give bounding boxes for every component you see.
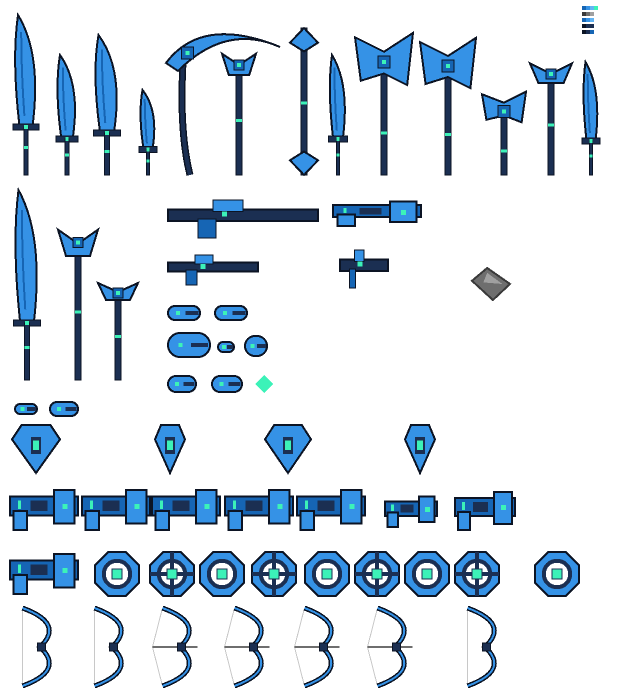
gun-icon — [151, 489, 221, 531]
bow-icon — [293, 605, 340, 689]
sword-icon — [138, 87, 158, 176]
orb-icon — [534, 551, 580, 597]
palette-swatch — [590, 30, 594, 34]
palette-swatch — [586, 18, 590, 22]
staff-icon — [220, 51, 258, 176]
palette-swatch — [582, 18, 586, 22]
bullet-icon — [49, 401, 79, 417]
palette-swatch — [586, 24, 590, 28]
palette-swatch — [590, 6, 594, 10]
sword-icon — [55, 52, 79, 176]
axe-icon — [480, 89, 528, 176]
gun-icon — [332, 200, 422, 227]
palette-swatch — [582, 6, 586, 10]
palette-swatch — [582, 24, 586, 28]
bow-icon — [466, 605, 497, 689]
orb-icon — [404, 551, 450, 597]
orb-icon — [354, 551, 400, 597]
orb-icon — [149, 551, 195, 597]
orb-icon — [199, 551, 245, 597]
shield-icon — [403, 424, 437, 476]
gun-icon — [339, 249, 389, 289]
gem-icon — [255, 375, 273, 393]
staff-icon — [528, 61, 574, 176]
gun-icon — [9, 489, 79, 531]
sword-icon — [12, 186, 42, 381]
orb-icon — [251, 551, 297, 597]
bullet-icon — [214, 305, 248, 321]
sword-icon — [92, 32, 122, 176]
bullet-icon — [244, 335, 268, 357]
palette-swatch — [594, 6, 598, 10]
bullet-icon — [167, 305, 201, 321]
gun-icon — [224, 489, 294, 531]
shield-icon — [10, 424, 62, 475]
orb-icon — [454, 551, 500, 597]
bullet-icon — [211, 375, 243, 393]
shield-icon — [263, 424, 313, 475]
bow-icon — [223, 605, 270, 689]
palette-swatch — [582, 12, 586, 16]
sword-icon — [12, 12, 40, 176]
gun-icon — [384, 495, 438, 528]
palette-swatch — [590, 24, 594, 28]
gun-icon — [81, 489, 151, 531]
orb-icon — [304, 551, 350, 597]
palette-swatch — [582, 30, 586, 34]
bullet-icon — [217, 341, 235, 353]
sword-icon — [581, 59, 601, 176]
bullet-icon — [167, 332, 211, 358]
gun-icon — [9, 553, 79, 595]
axe-icon — [418, 35, 478, 176]
staff-icon — [56, 227, 100, 381]
palette-swatch — [586, 30, 590, 34]
palette-swatch — [586, 12, 590, 16]
gun-icon — [167, 254, 259, 286]
bow-icon — [21, 605, 52, 689]
gun-icon — [296, 489, 366, 531]
bullet-icon — [14, 403, 38, 415]
palette-swatch — [590, 18, 594, 22]
staff-icon — [95, 280, 141, 381]
bow-icon — [93, 605, 124, 689]
shield-icon — [153, 424, 187, 476]
gun-icon — [167, 199, 319, 239]
bow-icon — [366, 605, 413, 689]
sword-icon — [327, 52, 349, 176]
scythe-icon — [164, 33, 281, 176]
palette-swatch — [590, 12, 594, 16]
gun-icon — [454, 491, 516, 531]
spear-icon — [288, 26, 320, 177]
orb-icon — [94, 551, 140, 597]
axe-icon — [353, 30, 415, 176]
gem-icon — [470, 266, 512, 302]
bullet-icon — [167, 375, 197, 393]
bow-icon — [151, 605, 198, 689]
palette-swatch — [586, 6, 590, 10]
